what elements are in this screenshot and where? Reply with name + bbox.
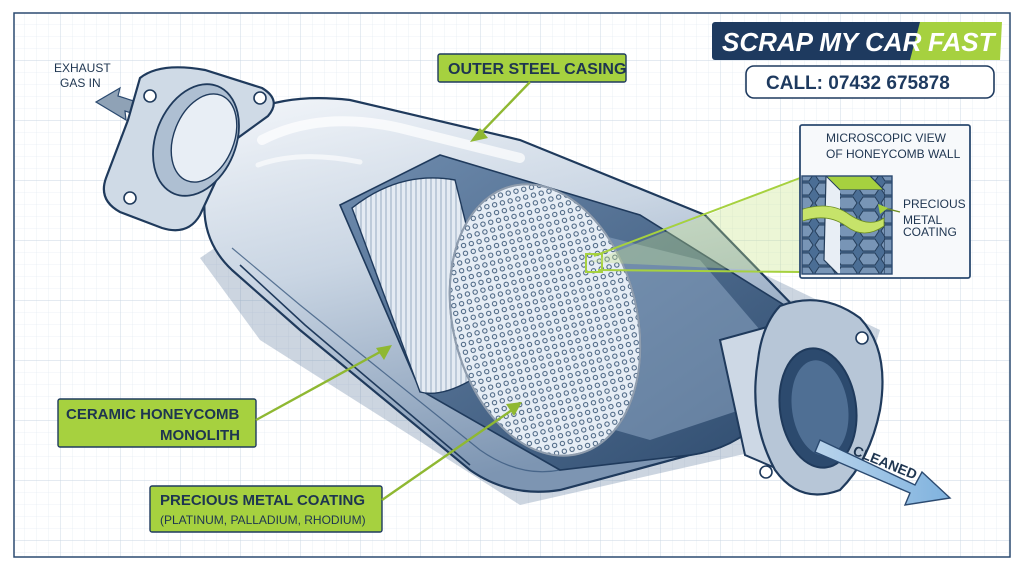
precious-metal-callout: PRECIOUS METAL COATING (PLATINUM, PALLAD…: [149, 402, 522, 533]
inlet-flange: [102, 66, 275, 232]
bolt-hole-icon: [759, 465, 773, 479]
bolt-hole-icon: [143, 89, 157, 103]
exhaust-in-label-line1: EXHAUST: [54, 61, 111, 75]
outlet-flange: [718, 299, 884, 496]
precious-label: PRECIOUS METAL COATING: [160, 492, 365, 509]
ceramic-label-line2: MONOLITH: [160, 427, 240, 444]
inset-label-line2: METAL: [903, 213, 942, 227]
brand-accent-box: [910, 22, 1002, 60]
outer-casing-label: OUTER STEEL CASING: [448, 61, 626, 78]
bolt-hole-icon: [123, 191, 137, 205]
precious-sub-label: (PLATINUM, PALLADIUM, RHODIUM): [160, 513, 366, 527]
microscopic-inset: MICROSCOPIC VIEW OF HONEYCOMB WALL PRECI…: [799, 124, 971, 279]
exhaust-in-label-line2: GAS IN: [60, 76, 101, 90]
phone-box[interactable]: [745, 65, 995, 99]
ceramic-callout: CERAMIC HONEYCOMB MONOLITH: [57, 345, 392, 448]
brand-name-box: [712, 22, 924, 60]
phone-number[interactable]: CALL: 07432 675878: [766, 73, 950, 94]
brand-accent: FAST: [928, 27, 997, 57]
cutaway-interior: [338, 154, 806, 471]
inset-label-line1: PRECIOUS: [903, 197, 966, 211]
brand-name: SCRAP MY CAR: [722, 27, 922, 57]
bolt-hole-icon: [253, 91, 267, 105]
zoom-cone: [590, 177, 801, 273]
brand-header: SCRAP MY CAR FAST CALL: 07432 675878: [712, 22, 1002, 99]
outer-casing-callout: OUTER STEEL CASING: [437, 53, 627, 142]
inset-label-line3: COATING: [903, 225, 957, 239]
zoom-marker: [585, 253, 603, 273]
bolt-hole-icon: [855, 331, 869, 345]
ceramic-label-line1: CERAMIC HONEYCOMB: [66, 406, 240, 423]
inset-title-line1: MICROSCOPIC VIEW: [826, 131, 947, 145]
inset-title-line2: OF HONEYCOMB WALL: [826, 147, 961, 161]
